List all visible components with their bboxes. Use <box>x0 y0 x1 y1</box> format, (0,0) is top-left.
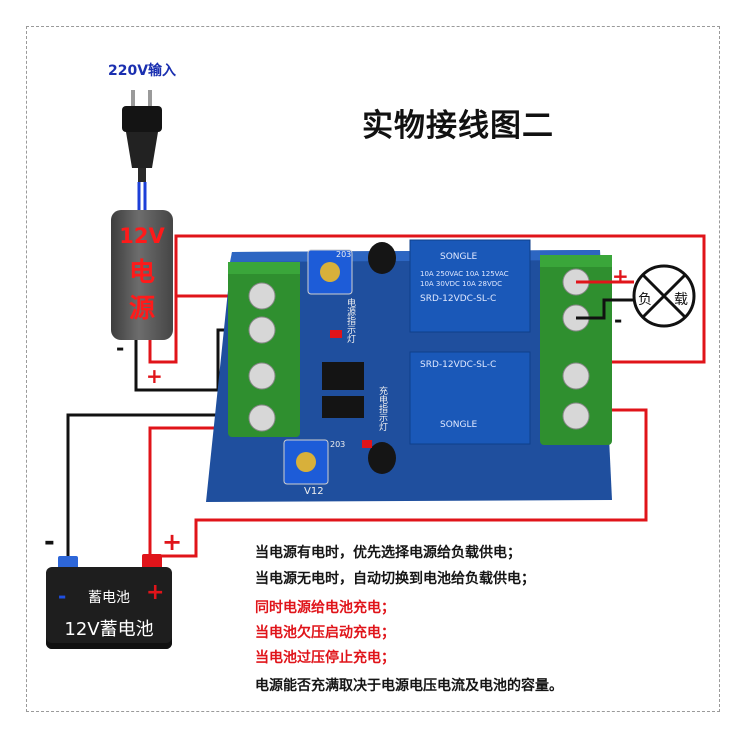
load-lamp-icon <box>632 264 696 328</box>
load-label-right: 载 <box>674 292 688 308</box>
relay-model-top: SRD-12VDC-SL-C <box>420 294 497 304</box>
silk-charge-indicator: 充电指示灯 <box>377 386 387 431</box>
battery-terminal-minus-sign: - <box>44 527 55 557</box>
switch-board <box>206 239 612 502</box>
desc-line-5: 当电池过压停止充电； <box>255 650 395 666</box>
power-adapter: 12V 电 源 <box>111 210 173 340</box>
adapter-positive-wire <box>148 294 248 364</box>
relay-spec-2: 10A 30VDC 10A 28VDC <box>420 280 503 288</box>
pot-label-bottom: 203 <box>330 440 346 449</box>
pot-label-top: 203 <box>336 250 352 259</box>
adapter-voltage-label: 12V <box>119 224 165 248</box>
load-label-left: 负 <box>638 292 652 308</box>
adapter-label-char2: 源 <box>128 294 155 324</box>
battery-to-output-wire <box>160 408 648 558</box>
adapter-label-char1: 电 <box>128 258 155 288</box>
relay-spec-1: 10A 250VAC 10A 125VAC <box>420 270 509 278</box>
load-plus-sign: + <box>612 264 629 288</box>
power-plug-icon <box>122 90 162 182</box>
battery-body-plus: + <box>146 580 165 605</box>
relay-brand-top: SONGLE <box>440 252 478 262</box>
load-minus-sign: - <box>614 308 623 332</box>
adapter-plus-sign: + <box>146 364 163 388</box>
desc-line-3: 同时电源给电池充电； <box>255 600 395 616</box>
battery-body-minus: - <box>58 584 67 608</box>
load-negative-wire <box>576 298 634 320</box>
battery-negative-wire <box>66 413 248 560</box>
desc-line-2: 当电源无电时，自动切换到电池给负载供电； <box>255 571 535 587</box>
battery-positive-terminal <box>142 554 162 570</box>
power-input-label: 220V输入 <box>108 63 177 79</box>
battery-voltage-label: 12V蓄电池 <box>64 619 154 640</box>
dashed-frame <box>26 26 720 712</box>
battery-terminal-plus-sign: + <box>162 528 183 556</box>
battery-12v: - 蓄电池 + 12V蓄电池 <box>46 567 172 649</box>
battery-negative-terminal <box>58 556 78 570</box>
left-terminal-screws <box>248 282 276 432</box>
adapter-minus-sign: - <box>116 336 125 360</box>
relay-brand-bottom: SONGLE <box>440 420 478 430</box>
silk-power-indicator: 电源指示灯 <box>345 298 355 343</box>
diagram-title: 实物接线图二 <box>362 108 554 144</box>
battery-label: 蓄电池 <box>88 590 130 606</box>
desc-line-1: 当电源有电时，优先选择电源给负载供电； <box>255 545 521 561</box>
desc-line-4: 当电池欠压启动充电； <box>255 625 395 641</box>
board-version: V12 <box>304 486 324 497</box>
top-red-wire <box>174 234 706 364</box>
desc-line-6: 电源能否充满取决于电源电压电流及电池的容量。 <box>255 678 563 694</box>
relay-model-bottom: SRD-12VDC-SL-C <box>420 360 497 370</box>
